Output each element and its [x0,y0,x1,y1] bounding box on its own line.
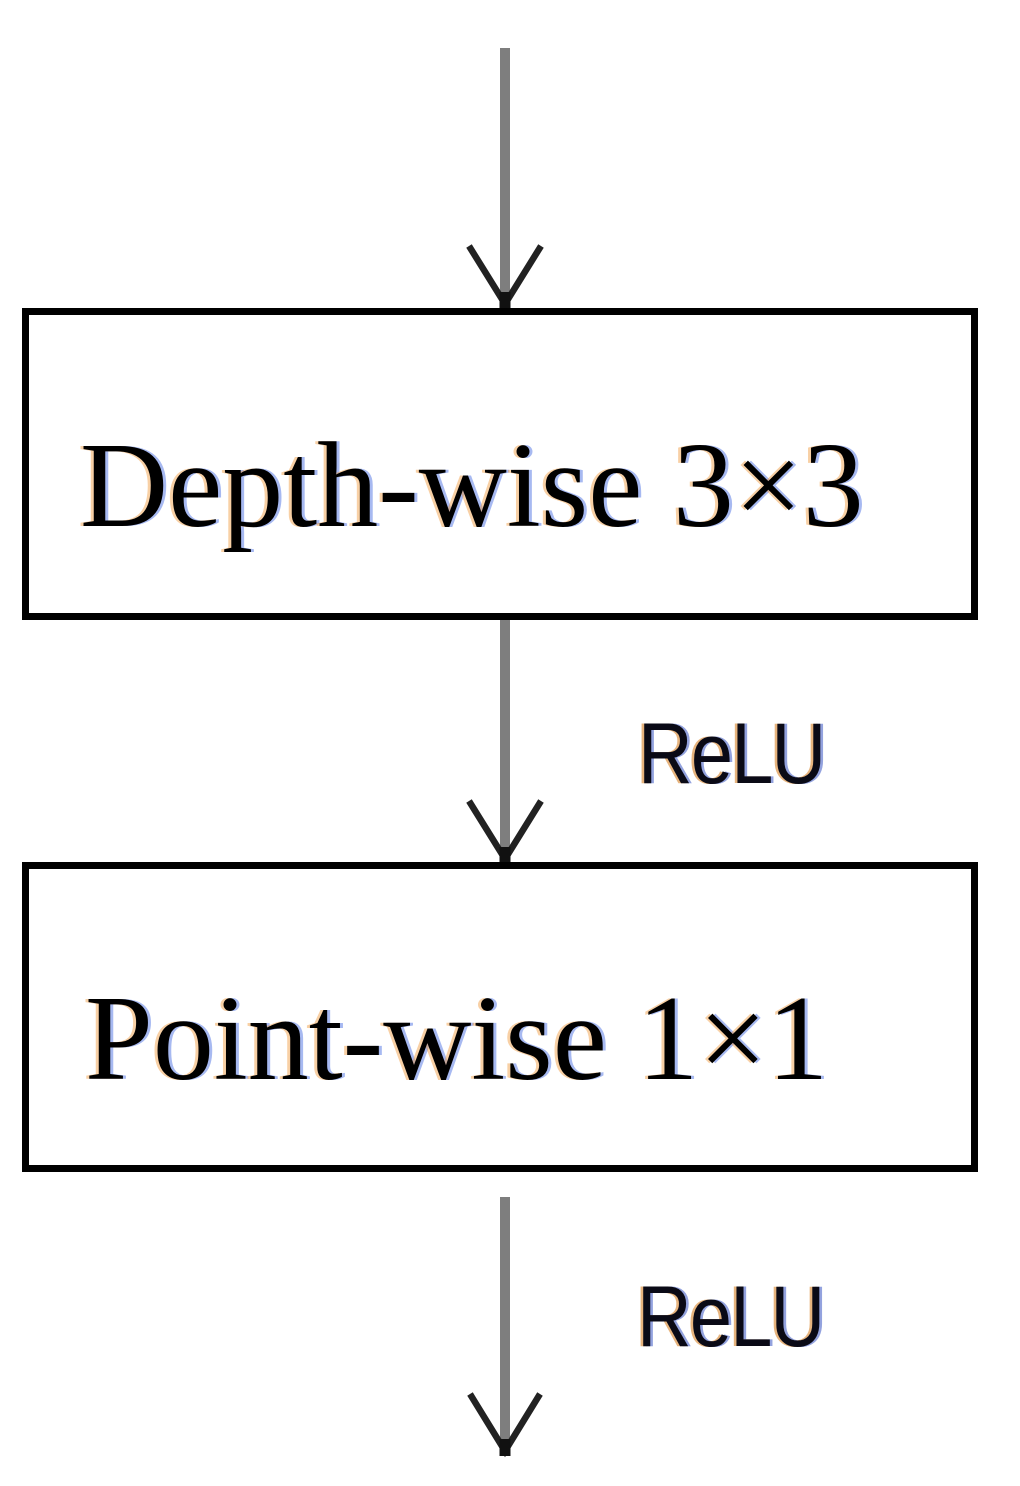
relu-activation-label-2: ReLU [637,1269,825,1365]
pointwise-conv-block: Point-wise 1×1 [22,862,978,1172]
relu-activation-label-1: ReLU [638,706,826,802]
pointwise-conv-label: Point-wise 1×1 [85,971,829,1106]
input-arrow [466,48,544,311]
depthwise-to-pointwise-arrow [466,617,544,866]
output-arrow [467,1197,543,1458]
depthwise-conv-block: Depth-wise 3×3 [22,308,978,620]
depthwise-conv-label: Depth-wise 3×3 [80,418,864,553]
